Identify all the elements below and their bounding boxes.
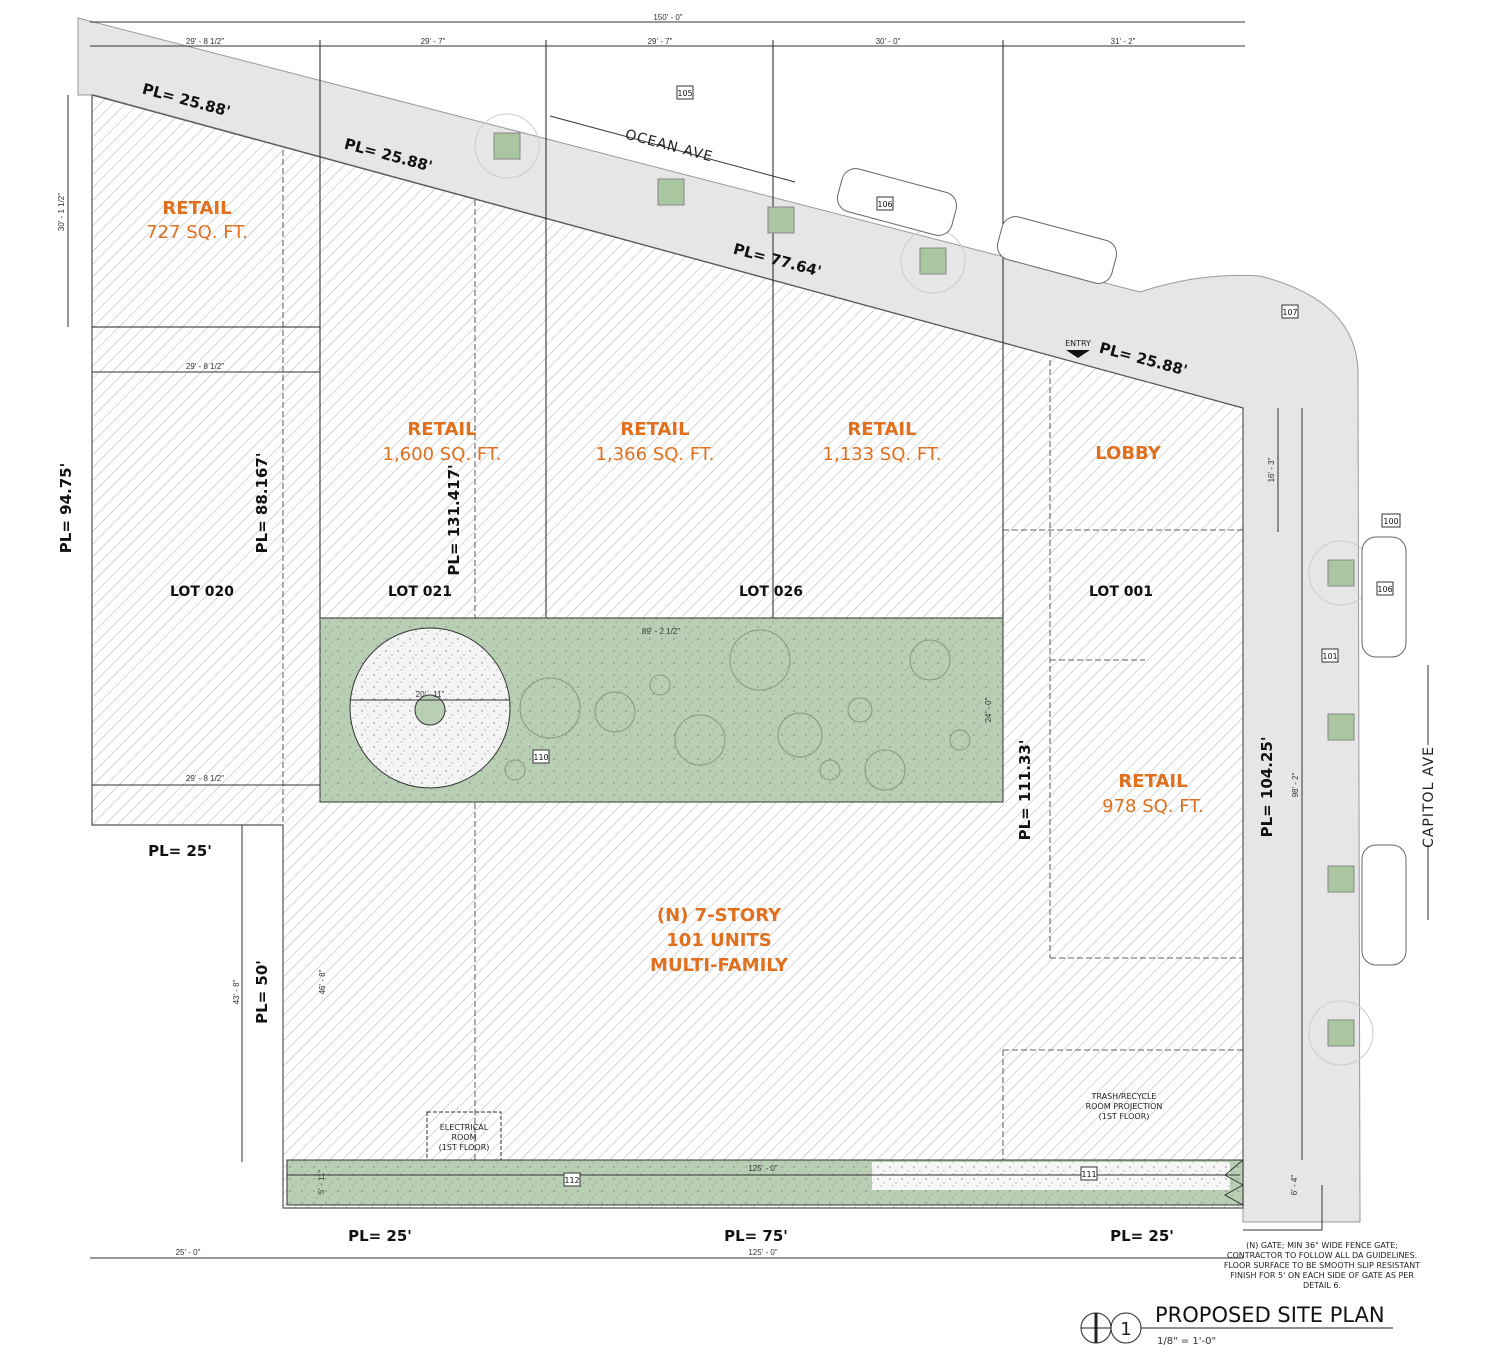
pl-88: PL= 88.167' bbox=[253, 453, 271, 554]
entry-arrow-icon bbox=[1066, 350, 1090, 358]
tag-100: 100 bbox=[1383, 517, 1398, 526]
retail-1600-area: 1,600 SQ. FT. bbox=[383, 444, 502, 465]
dim-bottom-main: 125' - 0" bbox=[748, 1248, 777, 1257]
dim-top-3: 29' - 7" bbox=[648, 37, 673, 46]
tag-106b: 106 bbox=[1377, 585, 1392, 594]
dim-left-lower: 43' - 8" bbox=[232, 979, 241, 1004]
dim-left-upper: 30' - 1 1/2" bbox=[57, 193, 66, 231]
dim-right-overall: 98' - 2" bbox=[1291, 772, 1300, 797]
dimension-labels: 150' - 0" 29' - 8 1/2" 29' - 7" 29' - 7"… bbox=[57, 13, 1300, 1257]
entry-label: ENTRY bbox=[1065, 339, 1091, 348]
pl-50: PL= 50' bbox=[253, 960, 271, 1024]
dim-courtyard-width: 89' - 2 1/2" bbox=[642, 627, 680, 636]
drawing-title-block: 1 PROPOSED SITE PLAN 1/8" = 1'-0" bbox=[1080, 1303, 1393, 1347]
tag-106: 106 bbox=[877, 200, 892, 209]
tag-101: 101 bbox=[1322, 652, 1337, 661]
retail-1133-area: 1,133 SQ. FT. bbox=[823, 444, 942, 465]
gate-symbol bbox=[1223, 1159, 1244, 1206]
dim-strip-length: 125' - 0" bbox=[748, 1164, 777, 1173]
dim-gate: 6' - 4" bbox=[1290, 1175, 1299, 1196]
retail-1366-label: RETAIL bbox=[620, 419, 689, 440]
ocean-ave-arrow bbox=[549, 115, 796, 183]
retail-978-label: RETAIL bbox=[1118, 771, 1187, 792]
pl-left: PL= 94.75' bbox=[57, 463, 75, 553]
planting-symbols bbox=[504, 629, 971, 791]
tag-112: 112 bbox=[564, 1176, 579, 1185]
dim-top-5: 31' - 2" bbox=[1111, 37, 1136, 46]
retail-727-label: RETAIL bbox=[162, 198, 231, 219]
electrical-room-outline bbox=[426, 1111, 502, 1161]
pl-25a: PL= 25' bbox=[148, 842, 212, 860]
detail-number: 1 bbox=[1120, 1319, 1131, 1340]
retail-1600-label: RETAIL bbox=[407, 419, 476, 440]
dim-circle: 20' - 11" bbox=[416, 690, 445, 699]
dim-courtyard-depth: 24' - 0" bbox=[984, 697, 993, 722]
dim-left-lower2: 46' - 8" bbox=[318, 969, 327, 994]
dim-bottom-left: 25' - 0" bbox=[176, 1248, 201, 1257]
ocean-ave-street bbox=[77, 17, 1361, 1223]
dim-top-4: 30' - 0" bbox=[876, 37, 901, 46]
capitol-ave-label: CAPITOL AVE bbox=[1421, 746, 1437, 848]
lot-021-label: LOT 021 bbox=[388, 584, 452, 600]
building-line-1: (N) 7-STORY bbox=[657, 905, 782, 926]
retail-727-area: 727 SQ. FT. bbox=[146, 222, 248, 243]
pl-25c: PL= 25' bbox=[1110, 1227, 1174, 1245]
retail-978-area: 978 SQ. FT. bbox=[1102, 796, 1204, 817]
gate-note: (N) GATE; MIN 36" WIDE FENCE GATE;CONTRA… bbox=[1224, 1241, 1420, 1290]
drawing-title: PROPOSED SITE PLAN bbox=[1155, 1303, 1385, 1327]
building-line-3: MULTI-FAMILY bbox=[650, 955, 789, 976]
lot-026-label: LOT 026 bbox=[739, 584, 803, 600]
ocean-ave-label: OCEAN AVE bbox=[623, 127, 714, 166]
dim-lot020-mid: 29' - 8 1/2" bbox=[186, 362, 224, 371]
pl-75: PL= 75' bbox=[724, 1227, 788, 1245]
pl-25b: PL= 25' bbox=[348, 1227, 412, 1245]
lobby-label: LOBBY bbox=[1095, 443, 1162, 464]
tag-105: 105 bbox=[677, 89, 692, 98]
dim-overall-top: 150' - 0" bbox=[653, 13, 682, 22]
retail-1133-label: RETAIL bbox=[847, 419, 916, 440]
keynote-tags bbox=[532, 85, 1401, 1187]
pl-131: PL= 131.417' bbox=[445, 464, 463, 575]
tag-111: 111 bbox=[1081, 1170, 1096, 1179]
tag-110: 110 bbox=[533, 753, 548, 762]
lot-020-label: LOT 020 bbox=[170, 584, 234, 600]
building-line-2: 101 UNITS bbox=[666, 930, 771, 951]
dim-lot020-low: 29' - 8 1/2" bbox=[186, 774, 224, 783]
parked-cars bbox=[836, 168, 1407, 966]
pl-111: PL= 111.33' bbox=[1016, 740, 1034, 841]
dim-strip-depth: 5' - 11" bbox=[317, 1170, 326, 1194]
pl-104: PL= 104.25' bbox=[1258, 737, 1276, 838]
dim-right-upper: 16' - 3" bbox=[1267, 457, 1276, 482]
dim-top-1: 29' - 8 1/2" bbox=[186, 37, 224, 46]
tag-107: 107 bbox=[1282, 308, 1297, 317]
retail-1366-area: 1,366 SQ. FT. bbox=[596, 444, 715, 465]
dim-top-2: 29' - 7" bbox=[421, 37, 446, 46]
street-trees bbox=[474, 113, 1374, 1066]
drawing-scale: 1/8" = 1'-0" bbox=[1157, 1336, 1216, 1347]
lot-001-label: LOT 001 bbox=[1089, 584, 1153, 600]
